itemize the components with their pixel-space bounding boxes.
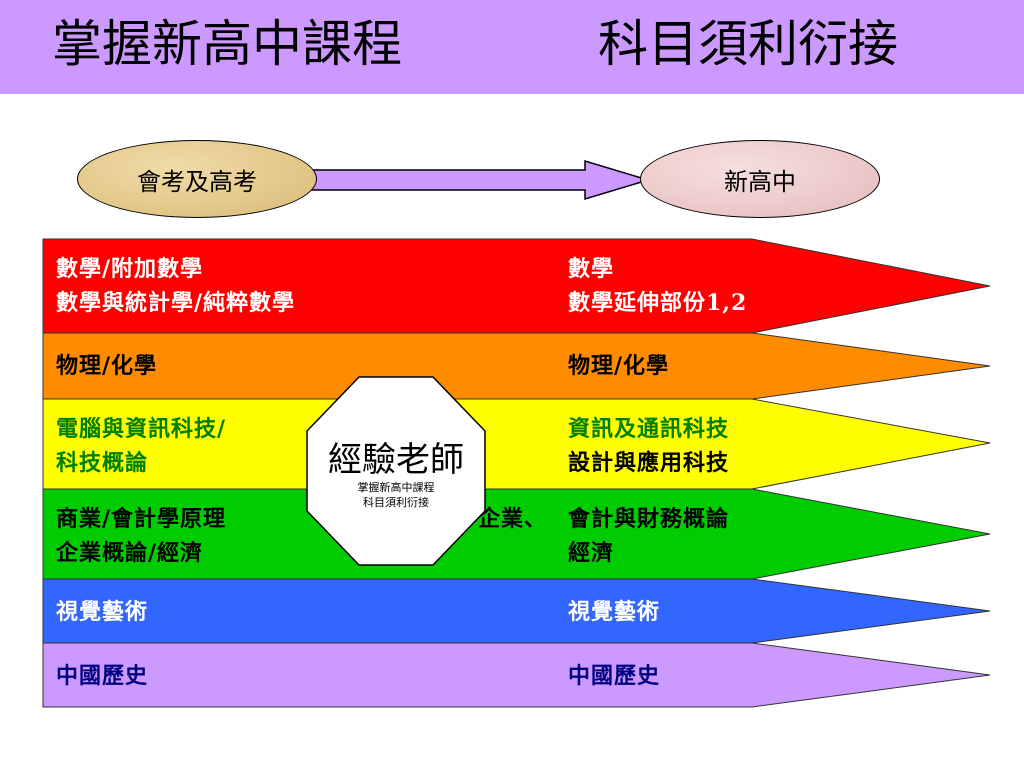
it-left-text: 電腦與資訊科技/ 科技概論	[56, 412, 226, 480]
oval-from-label: 會考及高考	[137, 167, 257, 196]
business-left-line2: 企業概論/經濟	[56, 540, 204, 566]
math-left-line2: 數學與統計學/純粹數學	[56, 290, 296, 316]
page-title-right: 科目須利衍接	[598, 15, 898, 73]
business-right-line2: 經濟	[568, 540, 615, 566]
physics-right-text: 物理/化學	[568, 353, 670, 379]
band-it	[42, 398, 991, 490]
title-bar	[0, 0, 1024, 94]
arts-left-text: 視覺藝術	[56, 599, 149, 625]
it-left-line1: 電腦與資訊科技/	[56, 416, 227, 442]
arts-right-text: 視覺藝術	[568, 599, 661, 625]
oval-from: 會考及高考	[77, 140, 317, 218]
band-arts	[42, 578, 991, 644]
physics-left-text: 物理/化學	[56, 353, 158, 379]
band-physics	[42, 332, 991, 400]
badge-subtitle: 掌握新高中課程 科目須利衍接	[306, 480, 486, 510]
business-right-line1: 會計與財務概論	[568, 506, 730, 532]
business-left-text: 商業/會計學原理 企業概論/經濟	[56, 502, 226, 570]
business-mid-text: 企業、	[478, 506, 548, 532]
history-right-text: 中國歷史	[568, 663, 661, 689]
math-left-text: 數學/附加數學 數學與統計學/純粹數學	[56, 252, 295, 320]
band-history	[42, 642, 991, 708]
experienced-teacher-badge: 經驗老師 掌握新高中課程 科目須利衍接	[306, 376, 486, 566]
it-right-line1: 資訊及通訊科技	[568, 416, 730, 442]
page-title-left: 掌握新高中課程	[52, 15, 402, 73]
it-right-text: 資訊及通訊科技 設計與應用科技	[568, 412, 729, 480]
octagon-shape	[306, 376, 486, 566]
oval-to: 新高中	[640, 140, 880, 218]
it-right-line2: 設計與應用科技	[568, 450, 730, 476]
history-left-text: 中國歷史	[56, 663, 149, 689]
badge-subtitle-line1: 掌握新高中課程	[357, 481, 435, 494]
band-math	[42, 238, 991, 334]
math-left-line1: 數學/附加數學	[56, 256, 204, 282]
oval-to-label: 新高中	[724, 167, 796, 196]
business-left-line1: 商業/會計學原理	[56, 506, 227, 532]
math-right-line2: 數學延伸部份1,2	[568, 290, 748, 316]
business-right-text: 會計與財務概論 經濟	[568, 502, 729, 570]
band-business	[42, 488, 991, 580]
math-right-text: 數學 數學延伸部份1,2	[568, 252, 747, 320]
math-right-line1: 數學	[568, 256, 615, 282]
it-left-line2: 科技概論	[56, 450, 149, 476]
badge-title: 經驗老師	[328, 440, 464, 480]
badge-subtitle-line2: 科目須利衍接	[363, 496, 429, 509]
